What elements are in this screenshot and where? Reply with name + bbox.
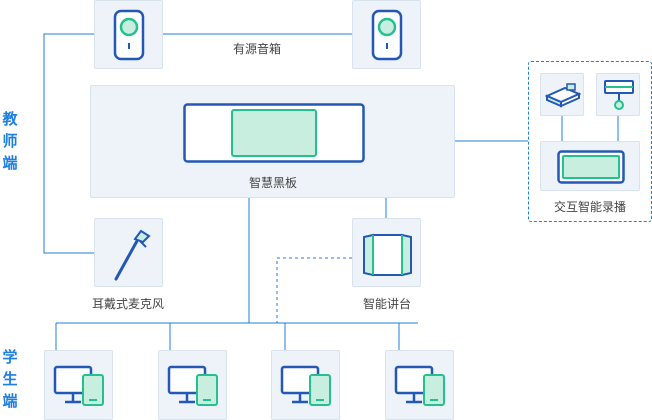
blackboard-icon — [183, 103, 365, 163]
recorder-group-label: 交互智能录播 — [553, 200, 626, 214]
smart-blackboard[interactable]: 智慧黑板 — [90, 85, 455, 198]
computer-tablet-icon — [280, 365, 331, 406]
headset-mic-label: 耳戴式麦克风 — [91, 297, 164, 311]
podium-icon — [363, 233, 412, 277]
speaker-icon — [371, 9, 403, 61]
computer-tablet-icon — [394, 365, 445, 406]
recorder-ceiling-camera-box[interactable] — [596, 73, 640, 116]
student-terminal-1[interactable] — [44, 350, 113, 420]
recorder-camera-box[interactable] — [540, 73, 584, 116]
headset-mic-icon — [114, 229, 151, 281]
ceiling-camera-icon — [604, 80, 634, 110]
speaker-left[interactable] — [94, 0, 163, 69]
recorder-screen-box[interactable] — [540, 141, 640, 191]
camera-icon — [545, 83, 581, 108]
blackboard-label: 智慧黑板 — [248, 176, 297, 190]
computer-tablet-icon — [167, 365, 218, 406]
interactive-screen-icon — [557, 150, 625, 184]
podium-label: 智能讲台 — [362, 297, 411, 311]
computer-tablet-icon — [53, 365, 104, 406]
headset-mic[interactable] — [94, 218, 163, 287]
student-terminal-3[interactable] — [271, 350, 340, 420]
speaker-icon — [113, 9, 145, 61]
teacher-side-label: 教 师 端 — [2, 110, 18, 172]
speaker-right[interactable] — [352, 0, 421, 69]
student-terminal-2[interactable] — [158, 350, 227, 420]
student-side-label: 学 生 端 — [2, 348, 18, 410]
student-terminal-4[interactable] — [385, 350, 454, 420]
smart-podium[interactable] — [352, 218, 421, 287]
speaker-label: 有源音箱 — [232, 42, 281, 56]
